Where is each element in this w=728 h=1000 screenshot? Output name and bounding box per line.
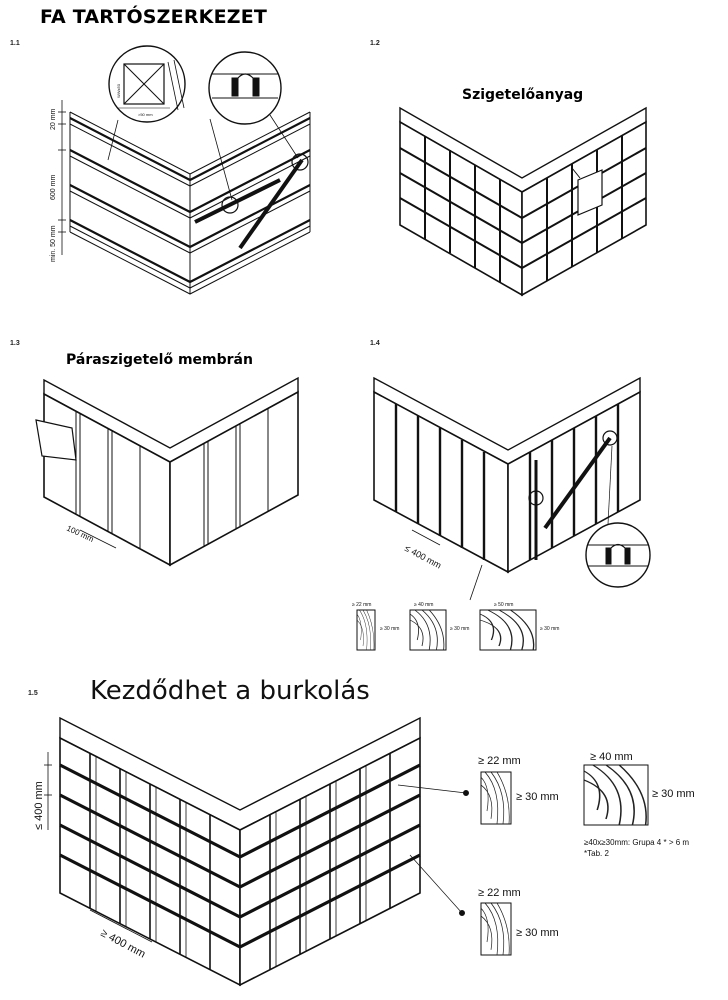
figure-number-1-4: 1.4 xyxy=(370,340,380,347)
section-40-top: ≥ 40 mm xyxy=(414,602,433,608)
section-1-5-c-side: ≥ 30 mm xyxy=(516,927,559,939)
detail-gt50: >50 mm xyxy=(138,112,153,117)
panel-1-5-cladding xyxy=(44,716,469,987)
note-tab: *Tab. 2 xyxy=(584,849,609,858)
panel-1-1-frame xyxy=(58,45,311,295)
dim-20mm: 20 mm xyxy=(50,108,57,130)
section-1-5-b-top: ≥ 40 mm xyxy=(590,751,633,763)
section-50-top: ≥ 50 mm xyxy=(494,602,513,608)
section-detail-50 xyxy=(479,609,537,651)
section-1-5-40 xyxy=(583,764,649,826)
section-22-top: ≥ 22 mm xyxy=(352,602,371,608)
section-1-5-a-top: ≥ 22 mm xyxy=(478,755,521,767)
figure-number-1-2: 1.2 xyxy=(370,40,380,47)
dim-min-50mm: min. 50 mm xyxy=(50,225,57,262)
figure-number-1-1: 1.1 xyxy=(10,40,20,47)
label-vapor-membrane: Páraszigetelő membrán xyxy=(66,352,253,368)
section-1-5-22-bottom xyxy=(480,902,512,956)
section-22-side: ≥ 30 mm xyxy=(380,626,399,632)
panel-1-2-insulation xyxy=(399,106,647,297)
section-detail-40 xyxy=(409,609,447,651)
label-insulation: Szigetelőanyag xyxy=(462,87,584,103)
section-1-5-22-top xyxy=(480,771,512,825)
section-40-side: ≥ 30 mm xyxy=(450,626,469,632)
dim-100mm: 100 mm xyxy=(65,524,95,545)
section-1-5-c-top: ≥ 22 mm xyxy=(478,887,521,899)
dim-600mm: 600 mm xyxy=(50,175,57,200)
detail-small-dim: WWx50 xyxy=(116,83,121,98)
dim-v-le-400mm: ≤ 400 mm xyxy=(33,781,45,830)
page-title: FA TARTÓSZERKEZET xyxy=(40,6,268,28)
figure-number-1-3: 1.3 xyxy=(10,340,20,347)
section-50-side: ≥ 30 mm xyxy=(540,626,559,632)
dim-le-400mm: ≤ 400 mm xyxy=(403,543,443,571)
panel-1-4-studs xyxy=(373,376,651,601)
panel-1-3-membrane xyxy=(35,376,299,567)
label-cladding-start: Kezdődhet a burkolás xyxy=(90,676,370,706)
section-detail-22 xyxy=(356,609,376,651)
section-1-5-a-side: ≥ 30 mm xyxy=(516,791,559,803)
note-grupa: ≥40x≥30mm: Grupa 4 * > 6 m xyxy=(584,838,689,847)
section-1-5-b-side: ≥ 30 mm xyxy=(652,788,695,800)
figure-number-1-5: 1.5 xyxy=(28,690,38,697)
